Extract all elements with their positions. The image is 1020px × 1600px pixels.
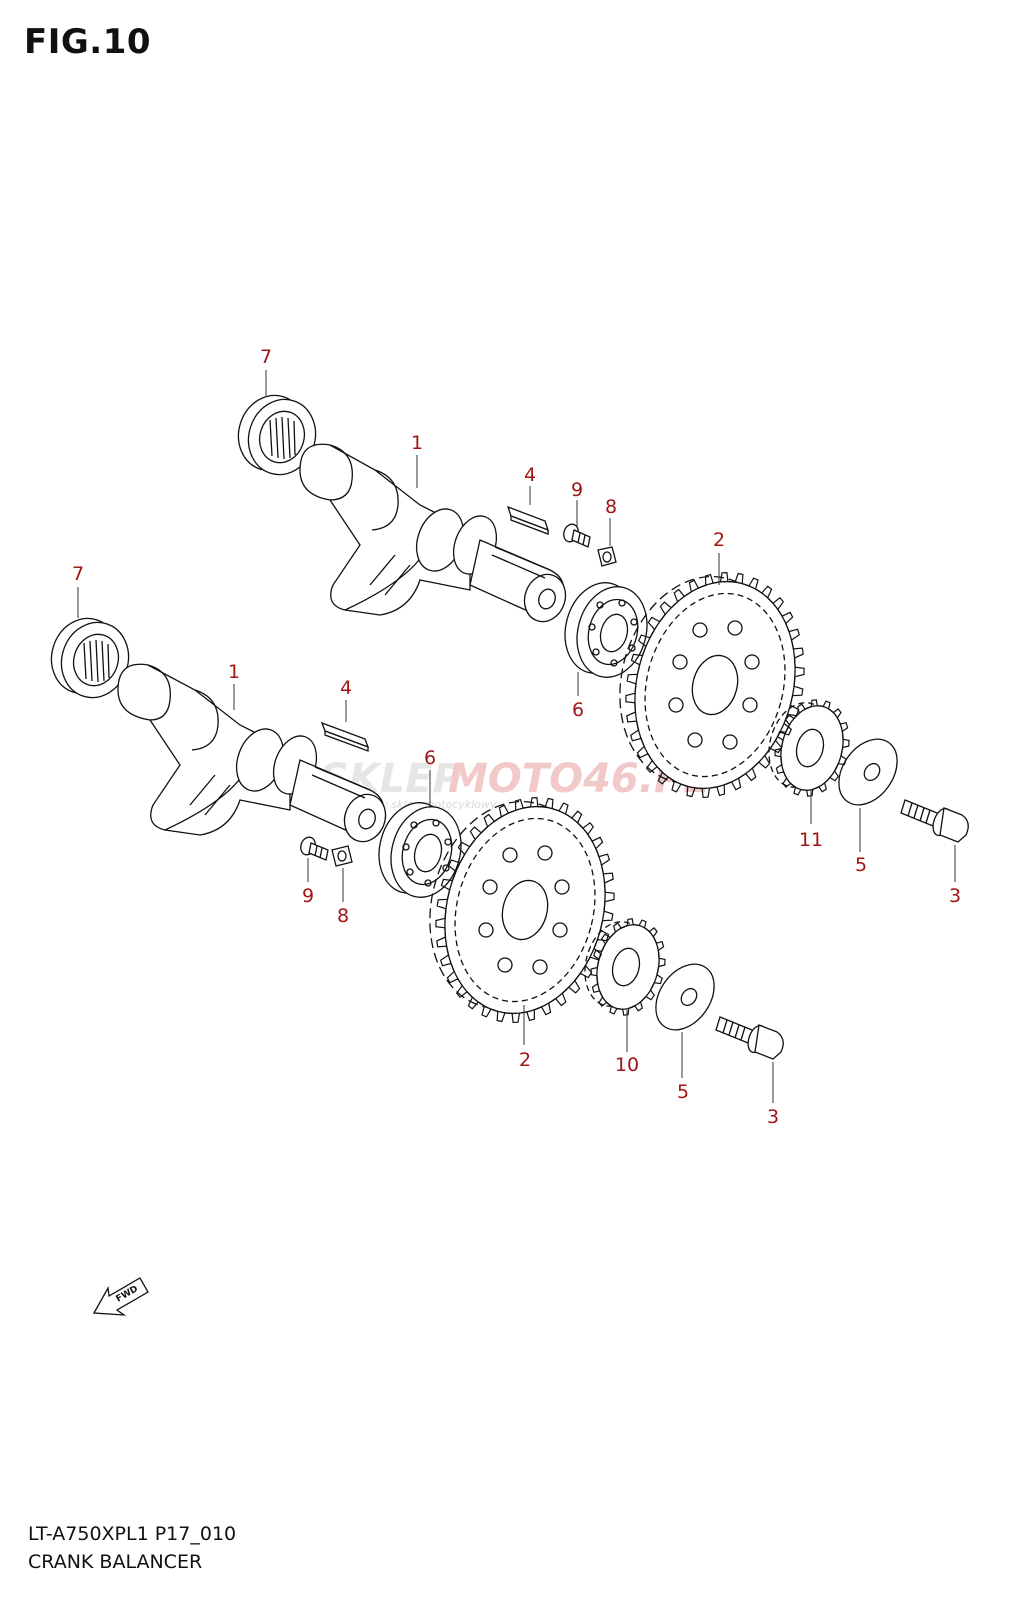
diagram-title: CRANK BALANCER (28, 1551, 203, 1573)
callout-upper-bolt-3: 3 (949, 885, 961, 907)
lower-driven-gear-teeth (435, 796, 615, 1024)
lower-small-gear-teeth (590, 918, 666, 1016)
upper-key (506, 505, 550, 535)
lower-lock-washer (331, 845, 353, 867)
lower-ball-bearing (378, 802, 462, 898)
callout-lower-bolt-3: 3 (767, 1106, 779, 1128)
upper-small-bolt (563, 523, 591, 548)
lower-flange-bolt (715, 1016, 784, 1060)
callout-lower-gear-2: 2 (519, 1049, 531, 1071)
upper-flat-washer (838, 738, 898, 806)
callout-lower-washer-8: 8 (337, 905, 349, 927)
upper-needle-bearing (237, 394, 317, 476)
callout-lower-bolt-9: 9 (302, 885, 314, 907)
upper-driven-gear (619, 575, 796, 790)
leader-lines (77, 370, 956, 1103)
lower-key (320, 721, 370, 752)
lower-balancer-shaft (117, 663, 387, 843)
lower-driven-gear (429, 800, 606, 1015)
figure-title: FIG.10 (24, 22, 152, 62)
callout-upper-key-4: 4 (524, 464, 536, 486)
model-code: LT-A750XPL1 P17_010 (28, 1523, 237, 1545)
callout-upper-bearing-6: 6 (572, 699, 584, 721)
callout-labels: 7 1 4 9 8 2 6 11 5 3 7 1 4 6 9 8 2 10 5 … (72, 346, 961, 1128)
callout-lower-gear-10: 10 (615, 1054, 639, 1076)
callout-upper-gear-2: 2 (713, 529, 725, 551)
callout-lower-washer-5: 5 (677, 1081, 689, 1103)
callout-lower-bearing-6: 6 (424, 747, 436, 769)
upper-small-gear-teeth (774, 699, 850, 797)
callout-upper-shaft-1: 1 (411, 432, 423, 454)
upper-ball-bearing (564, 582, 648, 678)
upper-lock-washer (597, 546, 617, 567)
callout-upper-gear-11: 11 (799, 829, 823, 851)
callout-lower-key-4: 4 (340, 677, 352, 699)
callout-lower-bearing-7: 7 (72, 563, 84, 585)
upper-driven-gear-teeth (625, 571, 805, 799)
lower-flat-washer (655, 963, 715, 1031)
callout-upper-bolt-9: 9 (571, 479, 583, 501)
lower-small-bolt (300, 836, 329, 861)
callout-upper-washer-8: 8 (605, 496, 617, 518)
gear-teeth (435, 571, 850, 1024)
lower-needle-bearing (50, 617, 130, 699)
upper-flange-bolt (900, 799, 969, 843)
upper-balancer-shaft (299, 443, 567, 623)
forward-arrow: FWD (92, 1277, 149, 1316)
callout-lower-shaft-1: 1 (228, 661, 240, 683)
callout-upper-bearing-7: 7 (260, 346, 272, 368)
callout-upper-washer-5: 5 (855, 854, 867, 876)
